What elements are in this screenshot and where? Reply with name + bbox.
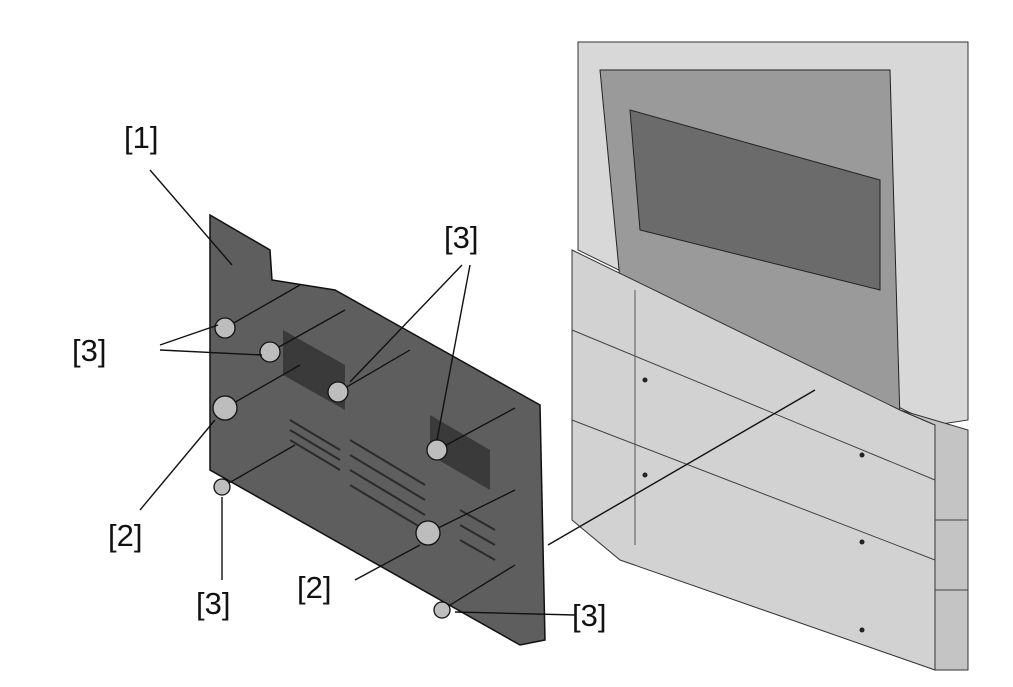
callout-2-left: [2] <box>108 518 143 553</box>
callout-1: [1] <box>124 120 159 155</box>
callout-2-bottom: [2] <box>297 570 332 605</box>
callout-3-bottom-right: [3] <box>572 598 607 633</box>
callout-3-left: [3] <box>72 333 107 368</box>
machine-body <box>571 41 969 671</box>
rear-cover-panel <box>209 213 546 646</box>
screws <box>212 284 516 619</box>
leader-lines <box>139 169 816 616</box>
callout-3-bottom-left: [3] <box>196 586 231 621</box>
callout-3-top: [3] <box>444 220 479 255</box>
